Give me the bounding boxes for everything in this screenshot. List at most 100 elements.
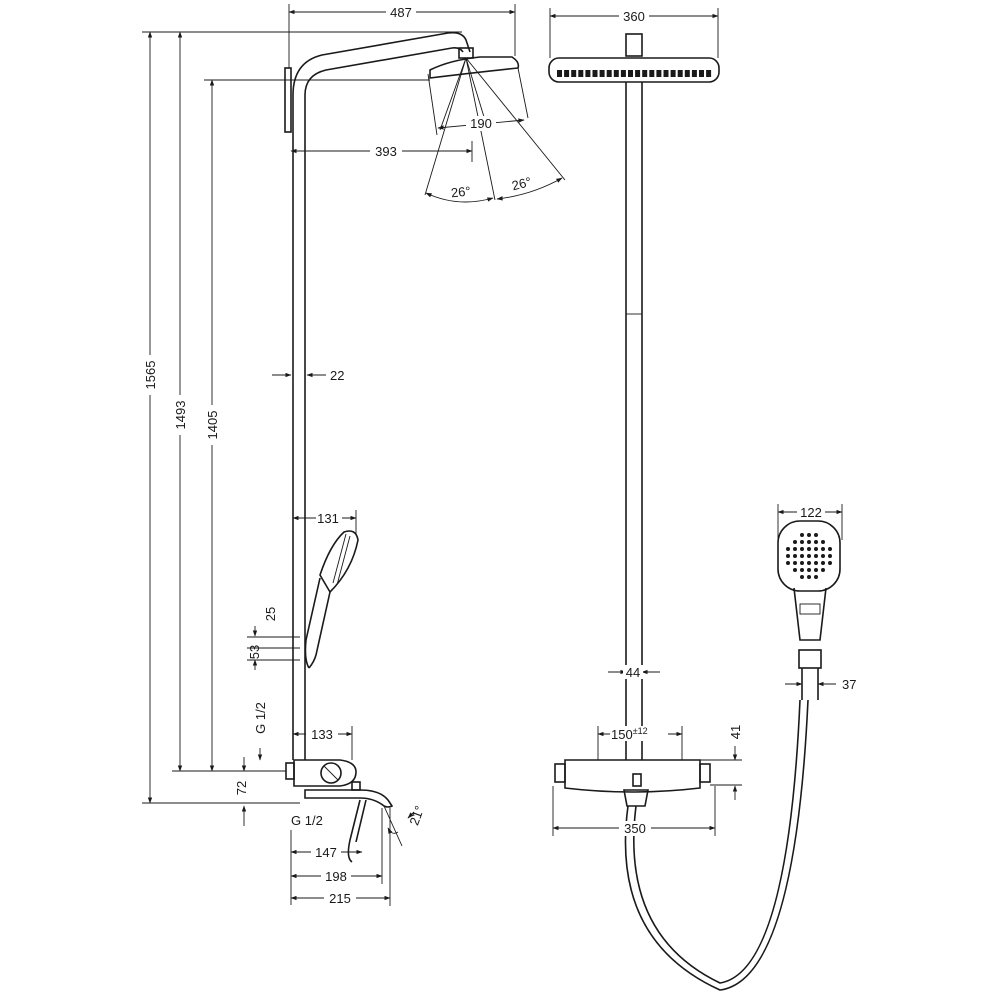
nozzle <box>691 70 697 77</box>
dim-21: 21° <box>406 804 427 828</box>
nozzle <box>821 547 825 551</box>
nozzle <box>620 70 626 77</box>
front-view <box>548 33 841 991</box>
nozzle <box>578 70 584 77</box>
nozzle <box>814 575 818 579</box>
nozzle <box>814 568 818 572</box>
nozzle <box>793 547 797 551</box>
nozzle <box>606 70 612 77</box>
nozzle <box>786 554 790 558</box>
dim-487: 487 <box>390 5 412 20</box>
dim-215: 215 <box>329 891 351 906</box>
dimension-lines <box>142 4 843 906</box>
nozzle <box>821 540 825 544</box>
dim-37: 37 <box>842 677 856 692</box>
dim-190: 190 <box>470 116 492 131</box>
dim-393: 393 <box>375 144 397 159</box>
nozzle <box>793 540 797 544</box>
nozzle <box>807 561 811 565</box>
nozzle <box>821 561 825 565</box>
nozzle <box>557 70 562 77</box>
nozzle <box>592 70 598 77</box>
nozzle <box>786 561 790 565</box>
dim-150-tolerance: ±12 <box>633 726 648 736</box>
nozzle <box>807 533 811 537</box>
nozzle <box>699 70 704 77</box>
nozzle <box>828 547 832 551</box>
nozzle <box>793 561 797 565</box>
dim-22: 22 <box>330 368 344 383</box>
nozzle <box>670 70 676 77</box>
spray-nozzles-row <box>557 70 712 77</box>
nozzle <box>821 568 825 572</box>
nozzle <box>800 561 804 565</box>
nozzle <box>800 575 804 579</box>
dim-198: 198 <box>325 869 347 884</box>
hand-shower-side <box>304 530 359 669</box>
dim-g12-upper: G 1/2 <box>253 702 268 734</box>
dim-122: 122 <box>800 505 822 520</box>
nozzle <box>828 561 832 565</box>
nozzle <box>793 554 797 558</box>
nozzle <box>814 554 818 558</box>
shower-hose <box>624 699 809 991</box>
dim-1405: 1405 <box>205 411 220 440</box>
nozzle <box>585 70 591 77</box>
nozzle <box>814 533 818 537</box>
dim-350: 350 <box>624 821 646 836</box>
nozzle <box>599 70 605 77</box>
nozzle <box>828 554 832 558</box>
dim-1565: 1565 <box>143 361 158 390</box>
nozzle <box>642 70 648 77</box>
dim-147: 147 <box>315 845 337 860</box>
nozzle <box>564 70 570 77</box>
nozzle <box>800 554 804 558</box>
nozzle <box>807 568 811 572</box>
nozzle <box>649 70 655 77</box>
nozzle <box>656 70 662 77</box>
nozzle <box>807 547 811 551</box>
nozzle <box>684 70 690 77</box>
dimension-labels: 487 360 1565 1493 1405 190 393 26° 26° 2… <box>142 4 856 906</box>
dim-1493: 1493 <box>173 401 188 430</box>
dim-41: 41 <box>728 725 743 739</box>
dim-360: 360 <box>623 9 645 24</box>
dim-150: 150±12 <box>611 726 648 742</box>
nozzle <box>800 547 804 551</box>
dim-131: 131 <box>317 511 339 526</box>
hand-shower-nozzles <box>786 533 832 579</box>
nozzle <box>628 70 633 77</box>
nozzle <box>814 561 818 565</box>
nozzle <box>677 70 683 77</box>
wall-plate <box>284 67 292 133</box>
nozzle <box>571 70 577 77</box>
dim-72: 72 <box>234 781 249 795</box>
nozzle <box>800 540 804 544</box>
nozzle <box>793 568 797 572</box>
nozzle <box>635 70 641 77</box>
shower-arm <box>292 31 471 96</box>
dim-26-right: 26° <box>510 174 533 193</box>
dim-53: 53 <box>247 645 262 659</box>
nozzle <box>800 533 804 537</box>
nozzle <box>807 554 811 558</box>
dim-25: 25 <box>263 607 278 621</box>
nozzle <box>814 547 818 551</box>
overhead-shower-head <box>427 47 529 136</box>
dim-26-left: 26° <box>450 183 471 200</box>
nozzle <box>613 70 619 77</box>
nozzle <box>800 568 804 572</box>
thermostat-front <box>554 759 711 807</box>
nozzle <box>807 575 811 579</box>
dim-g12-lower: G 1/2 <box>291 813 323 828</box>
riser-pipe-front <box>625 82 643 760</box>
nozzle <box>663 70 669 77</box>
nozzle <box>821 554 825 558</box>
nozzle <box>807 540 811 544</box>
nozzle <box>814 540 818 544</box>
overhead-shower-front <box>548 33 720 83</box>
nozzle <box>706 70 712 77</box>
hand-shower-front <box>777 520 841 700</box>
dim-133: 133 <box>311 727 333 742</box>
